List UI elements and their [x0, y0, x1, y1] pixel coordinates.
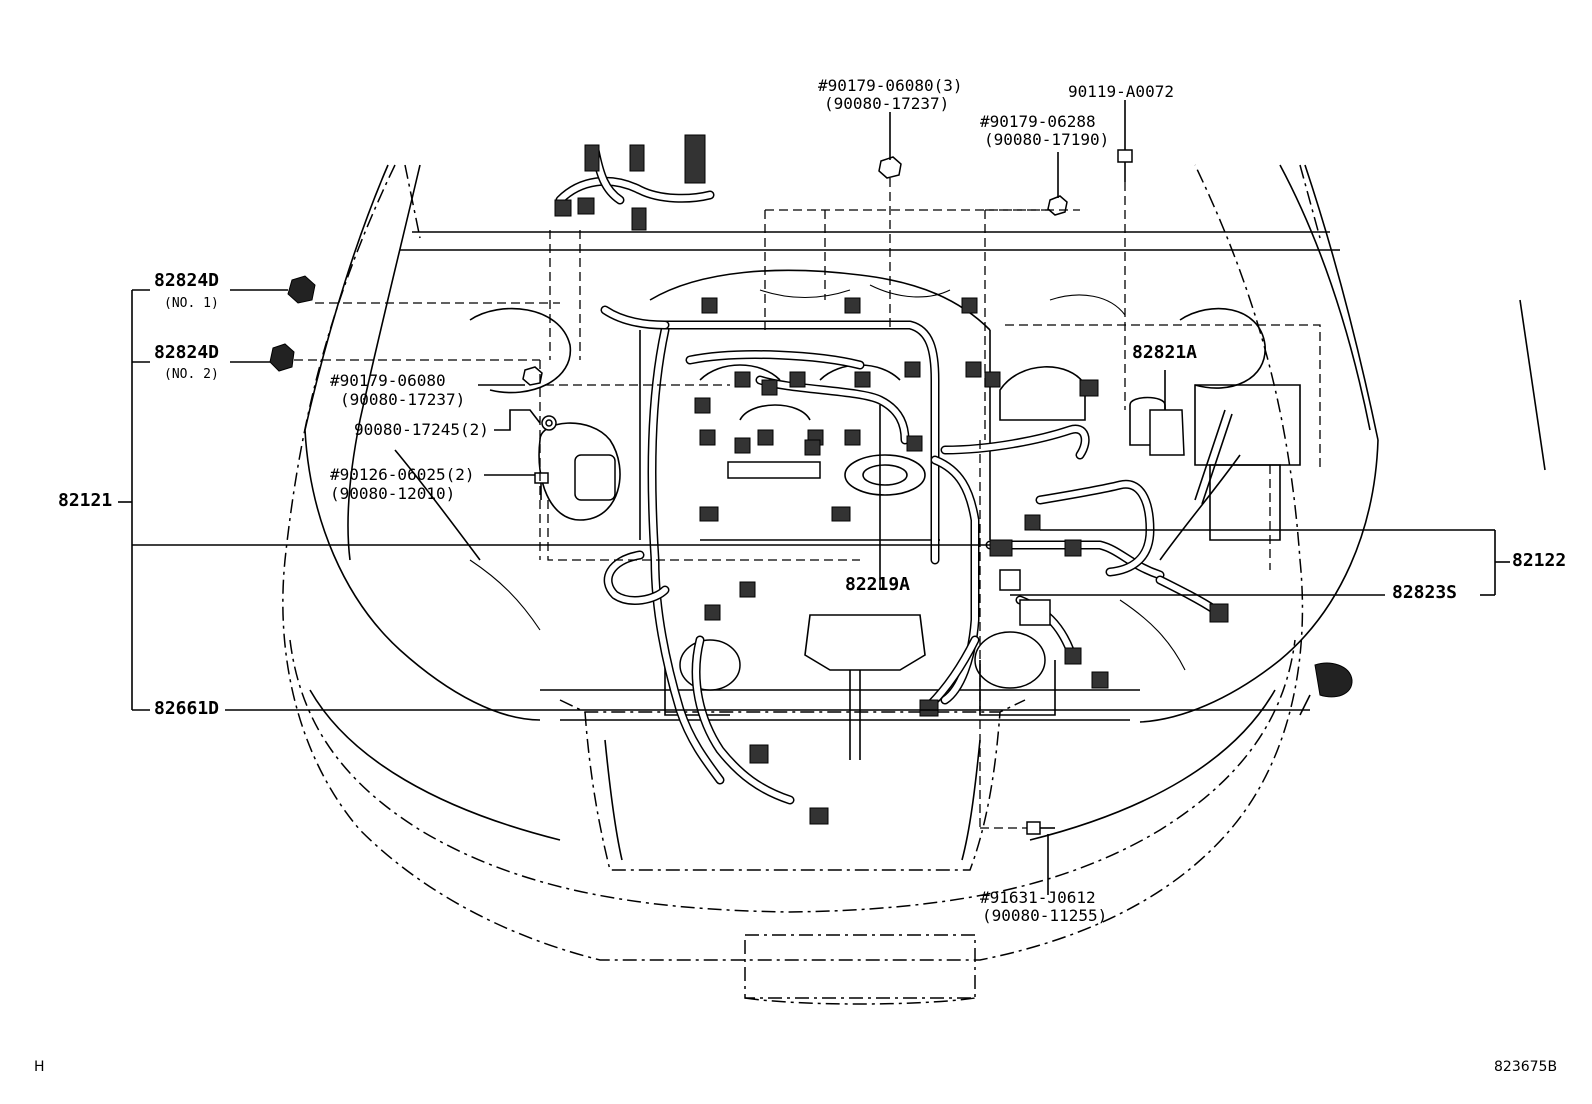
label-82122: 82122 — [1512, 550, 1567, 571]
label-82661d: 82661D — [154, 698, 220, 719]
label-82821a: 82821A — [1132, 342, 1198, 363]
label-82824d-no1: 82824D — [154, 270, 220, 291]
label-nut-90179-06080-left-sub: (90080-17237) — [340, 390, 466, 409]
label-nut-90179-06288-sub: (90080-17190) — [984, 130, 1110, 149]
label-nut-90179-06080-left: #90179-06080 — [330, 371, 446, 390]
label-82121: 82121 — [58, 490, 113, 511]
leader-lines — [118, 100, 1510, 895]
label-bolt-90126-06025: #90126-06025(2) — [330, 465, 475, 484]
label-82823s: 82823S — [1392, 582, 1458, 603]
label-clip-90080-17245: 90080-17245(2) — [354, 420, 489, 439]
car-body-outline — [282, 164, 1546, 1005]
label-82219a: 82219A — [845, 574, 911, 595]
label-82824d-no2-sub: (NO. 2) — [164, 367, 219, 382]
footer-left-code: H — [34, 1059, 45, 1075]
label-bolt-91631-j0612: #91631-J0612 — [980, 888, 1096, 907]
label-82824d-no1-sub: (NO. 1) — [164, 296, 219, 311]
label-bolt-90179-06080-top-sub: (90080-17237) — [824, 94, 950, 113]
label-82824d-no2: 82824D — [154, 342, 220, 363]
engine-components — [469, 269, 1301, 760]
wire-harness — [555, 145, 1233, 805]
drawing-number: 823675B — [1494, 1059, 1558, 1075]
label-bolt-90119-a0072: 90119-A0072 — [1068, 82, 1174, 101]
harness-connectors — [554, 134, 1229, 825]
reference-lines — [294, 178, 1321, 829]
label-bolt-90126-06025-sub: (90080-12010) — [330, 484, 456, 503]
label-nut-90179-06288: #90179-06288 — [980, 112, 1096, 131]
label-bolt-91631-j0612-sub: (90080-11255) — [982, 906, 1108, 925]
label-bolt-90179-06080-top: #90179-06080(3) — [818, 76, 963, 95]
